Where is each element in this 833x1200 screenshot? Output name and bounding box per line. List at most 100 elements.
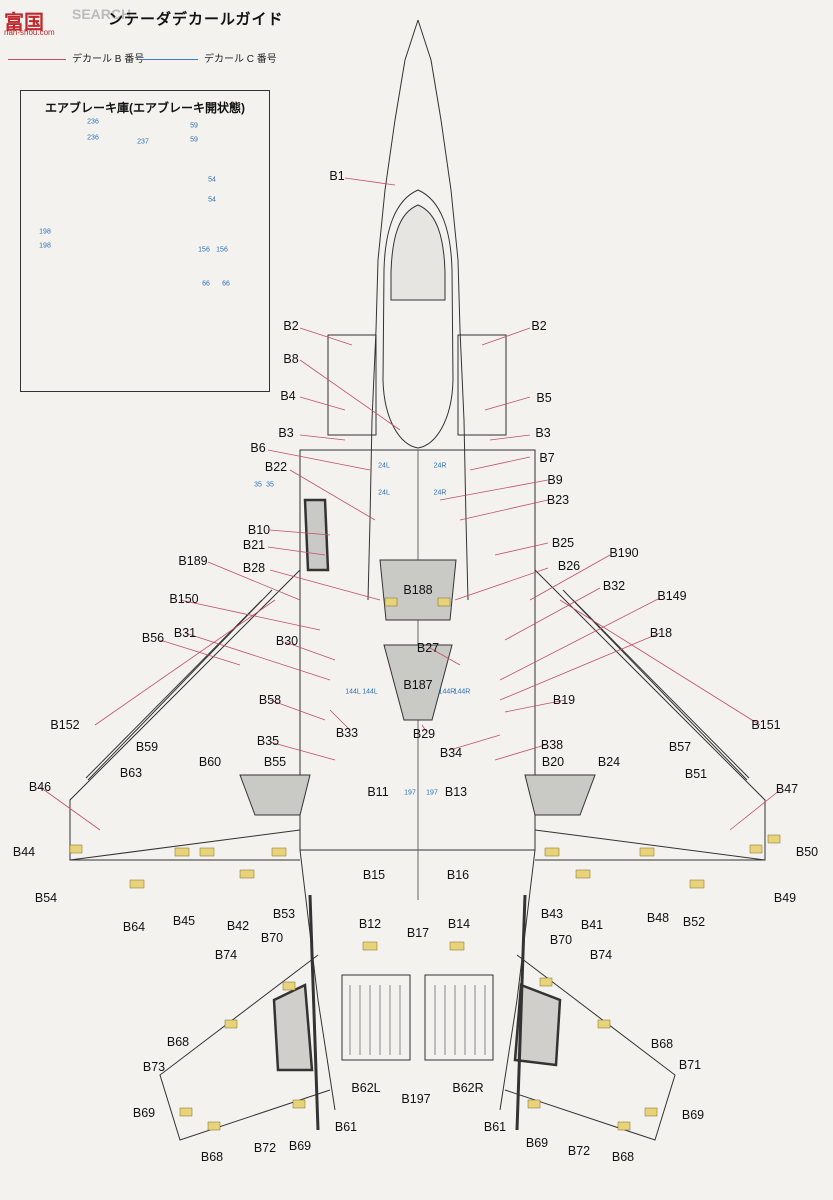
decal-b-label: B33 (335, 726, 359, 740)
decal-b-label: B47 (775, 782, 799, 796)
inset-number: 59 (190, 122, 198, 130)
decal-b-label: B3 (278, 426, 294, 440)
decal-b-label: B72 (253, 1141, 277, 1155)
decal-c-label: 197 (404, 789, 416, 797)
decal-b-label: B19 (552, 693, 576, 707)
decal-b-label: B70 (260, 931, 284, 945)
decal-b-label: B74 (589, 948, 613, 962)
decal-b-label: B188 (403, 583, 433, 597)
decal-b-label: B48 (646, 911, 670, 925)
decal-b-label: B73 (142, 1060, 166, 1074)
decal-b-label: B3 (535, 426, 551, 440)
decal-c-label: 144L (345, 688, 361, 696)
decal-b-label: B187 (403, 678, 433, 692)
decal-b-label: B12 (358, 917, 382, 931)
inset-number: 198 (39, 242, 51, 250)
decal-b-label: B14 (447, 917, 471, 931)
decal-b-label: B69 (132, 1106, 156, 1120)
inset-number: 54 (208, 176, 216, 184)
decal-b-label: B61 (334, 1120, 358, 1134)
inset-number: 156 (198, 246, 210, 254)
decal-b-label: B20 (541, 755, 565, 769)
decal-b-label: B11 (367, 785, 389, 799)
decal-b-label: B60 (198, 755, 222, 769)
decal-b-label: B55 (263, 755, 287, 769)
decal-b-label: B69 (681, 1108, 705, 1122)
decal-c-label: 144L (362, 688, 378, 696)
decal-b-label: B34 (439, 746, 463, 760)
decal-b-label: B7 (539, 451, 555, 465)
decal-b-label: B32 (602, 579, 626, 593)
inset-title: エアブレーキ庫(エアブレーキ開状態) (45, 101, 245, 115)
decal-b-label: B62L (351, 1081, 381, 1095)
decal-b-label: B71 (678, 1058, 702, 1072)
inset-number: 198 (39, 228, 51, 236)
decal-b-label: B2 (531, 319, 547, 333)
legend-item-decal-c: デカール C 番号 (140, 50, 277, 65)
inset-number: 156 (216, 246, 228, 254)
decal-b-label: B63 (119, 766, 143, 780)
decal-b-label: B35 (256, 734, 280, 748)
decal-c-label: 24L (378, 489, 390, 497)
decal-b-label: B61 (483, 1120, 507, 1134)
decal-c-label: 24R (433, 489, 447, 497)
decal-b-label: B27 (416, 641, 440, 655)
decal-c-label: 24L (378, 462, 390, 470)
decal-b-label: B5 (536, 391, 552, 405)
decal-b-label: B1 (329, 169, 345, 183)
decal-b-label: B18 (649, 626, 673, 640)
decal-b-label: B58 (258, 693, 282, 707)
decal-b-label: B25 (551, 536, 575, 550)
decal-b-label: B15 (362, 868, 386, 882)
site-logo-subtext: nan-shou.com (4, 28, 55, 37)
legend-label-c: デカール C 番号 (204, 54, 277, 65)
decal-c-label: 35 (266, 481, 274, 489)
decal-b-label: B197 (401, 1092, 431, 1106)
decal-b-label: B68 (166, 1035, 190, 1049)
legend-item-decal-b: デカール B 番号 (8, 50, 144, 65)
decal-b-label: B150 (169, 592, 199, 606)
decal-b-label: B149 (657, 589, 687, 603)
decal-b-label: B68 (200, 1150, 224, 1164)
decal-b-label: B151 (751, 718, 781, 732)
decal-b-label: B70 (549, 933, 573, 947)
inset-number: 59 (190, 136, 198, 144)
decal-b-label: B50 (795, 845, 819, 859)
decal-b-label: B17 (406, 926, 430, 940)
inset-number: 66 (222, 280, 230, 288)
decal-b-label: B190 (609, 546, 639, 560)
decal-b-label: B69 (288, 1139, 312, 1153)
legend-swatch-b (8, 58, 66, 60)
decal-b-label: B30 (275, 634, 299, 648)
decal-b-label: B8 (283, 352, 299, 366)
decal-b-label: B41 (580, 918, 604, 932)
inset-number: 66 (202, 280, 210, 288)
decal-b-label: B16 (446, 868, 470, 882)
legend-label-b: デカール B 番号 (72, 54, 145, 65)
decal-b-label: B54 (34, 891, 58, 905)
inset-number: 236 (87, 118, 99, 126)
decal-b-label: B69 (525, 1136, 549, 1150)
decal-b-label: B21 (242, 538, 266, 552)
decal-b-label: B10 (247, 523, 271, 537)
inset-number: 237 (137, 138, 149, 146)
decal-b-label: B6 (250, 441, 266, 455)
decal-b-label: B68 (611, 1150, 635, 1164)
decal-b-label: B23 (546, 493, 570, 507)
decal-b-label: B74 (214, 948, 238, 962)
decal-b-label: B62R (452, 1081, 484, 1095)
decal-b-label: B38 (540, 738, 564, 752)
decal-b-label: B45 (172, 914, 196, 928)
decal-c-label: 144R (438, 688, 456, 696)
decal-b-label: B26 (557, 559, 581, 573)
decal-b-label: B57 (668, 740, 692, 754)
decal-b-label: B64 (122, 920, 146, 934)
decal-b-label: B43 (540, 907, 564, 921)
inset-number: 236 (87, 134, 99, 142)
decal-c-label: 24R (433, 462, 447, 470)
page-title: ンテーダデカールガイド (108, 11, 284, 28)
decal-b-label: B56 (141, 631, 165, 645)
decal-b-label: B13 (444, 785, 468, 799)
watermark-brand: SEARCH (72, 6, 132, 22)
